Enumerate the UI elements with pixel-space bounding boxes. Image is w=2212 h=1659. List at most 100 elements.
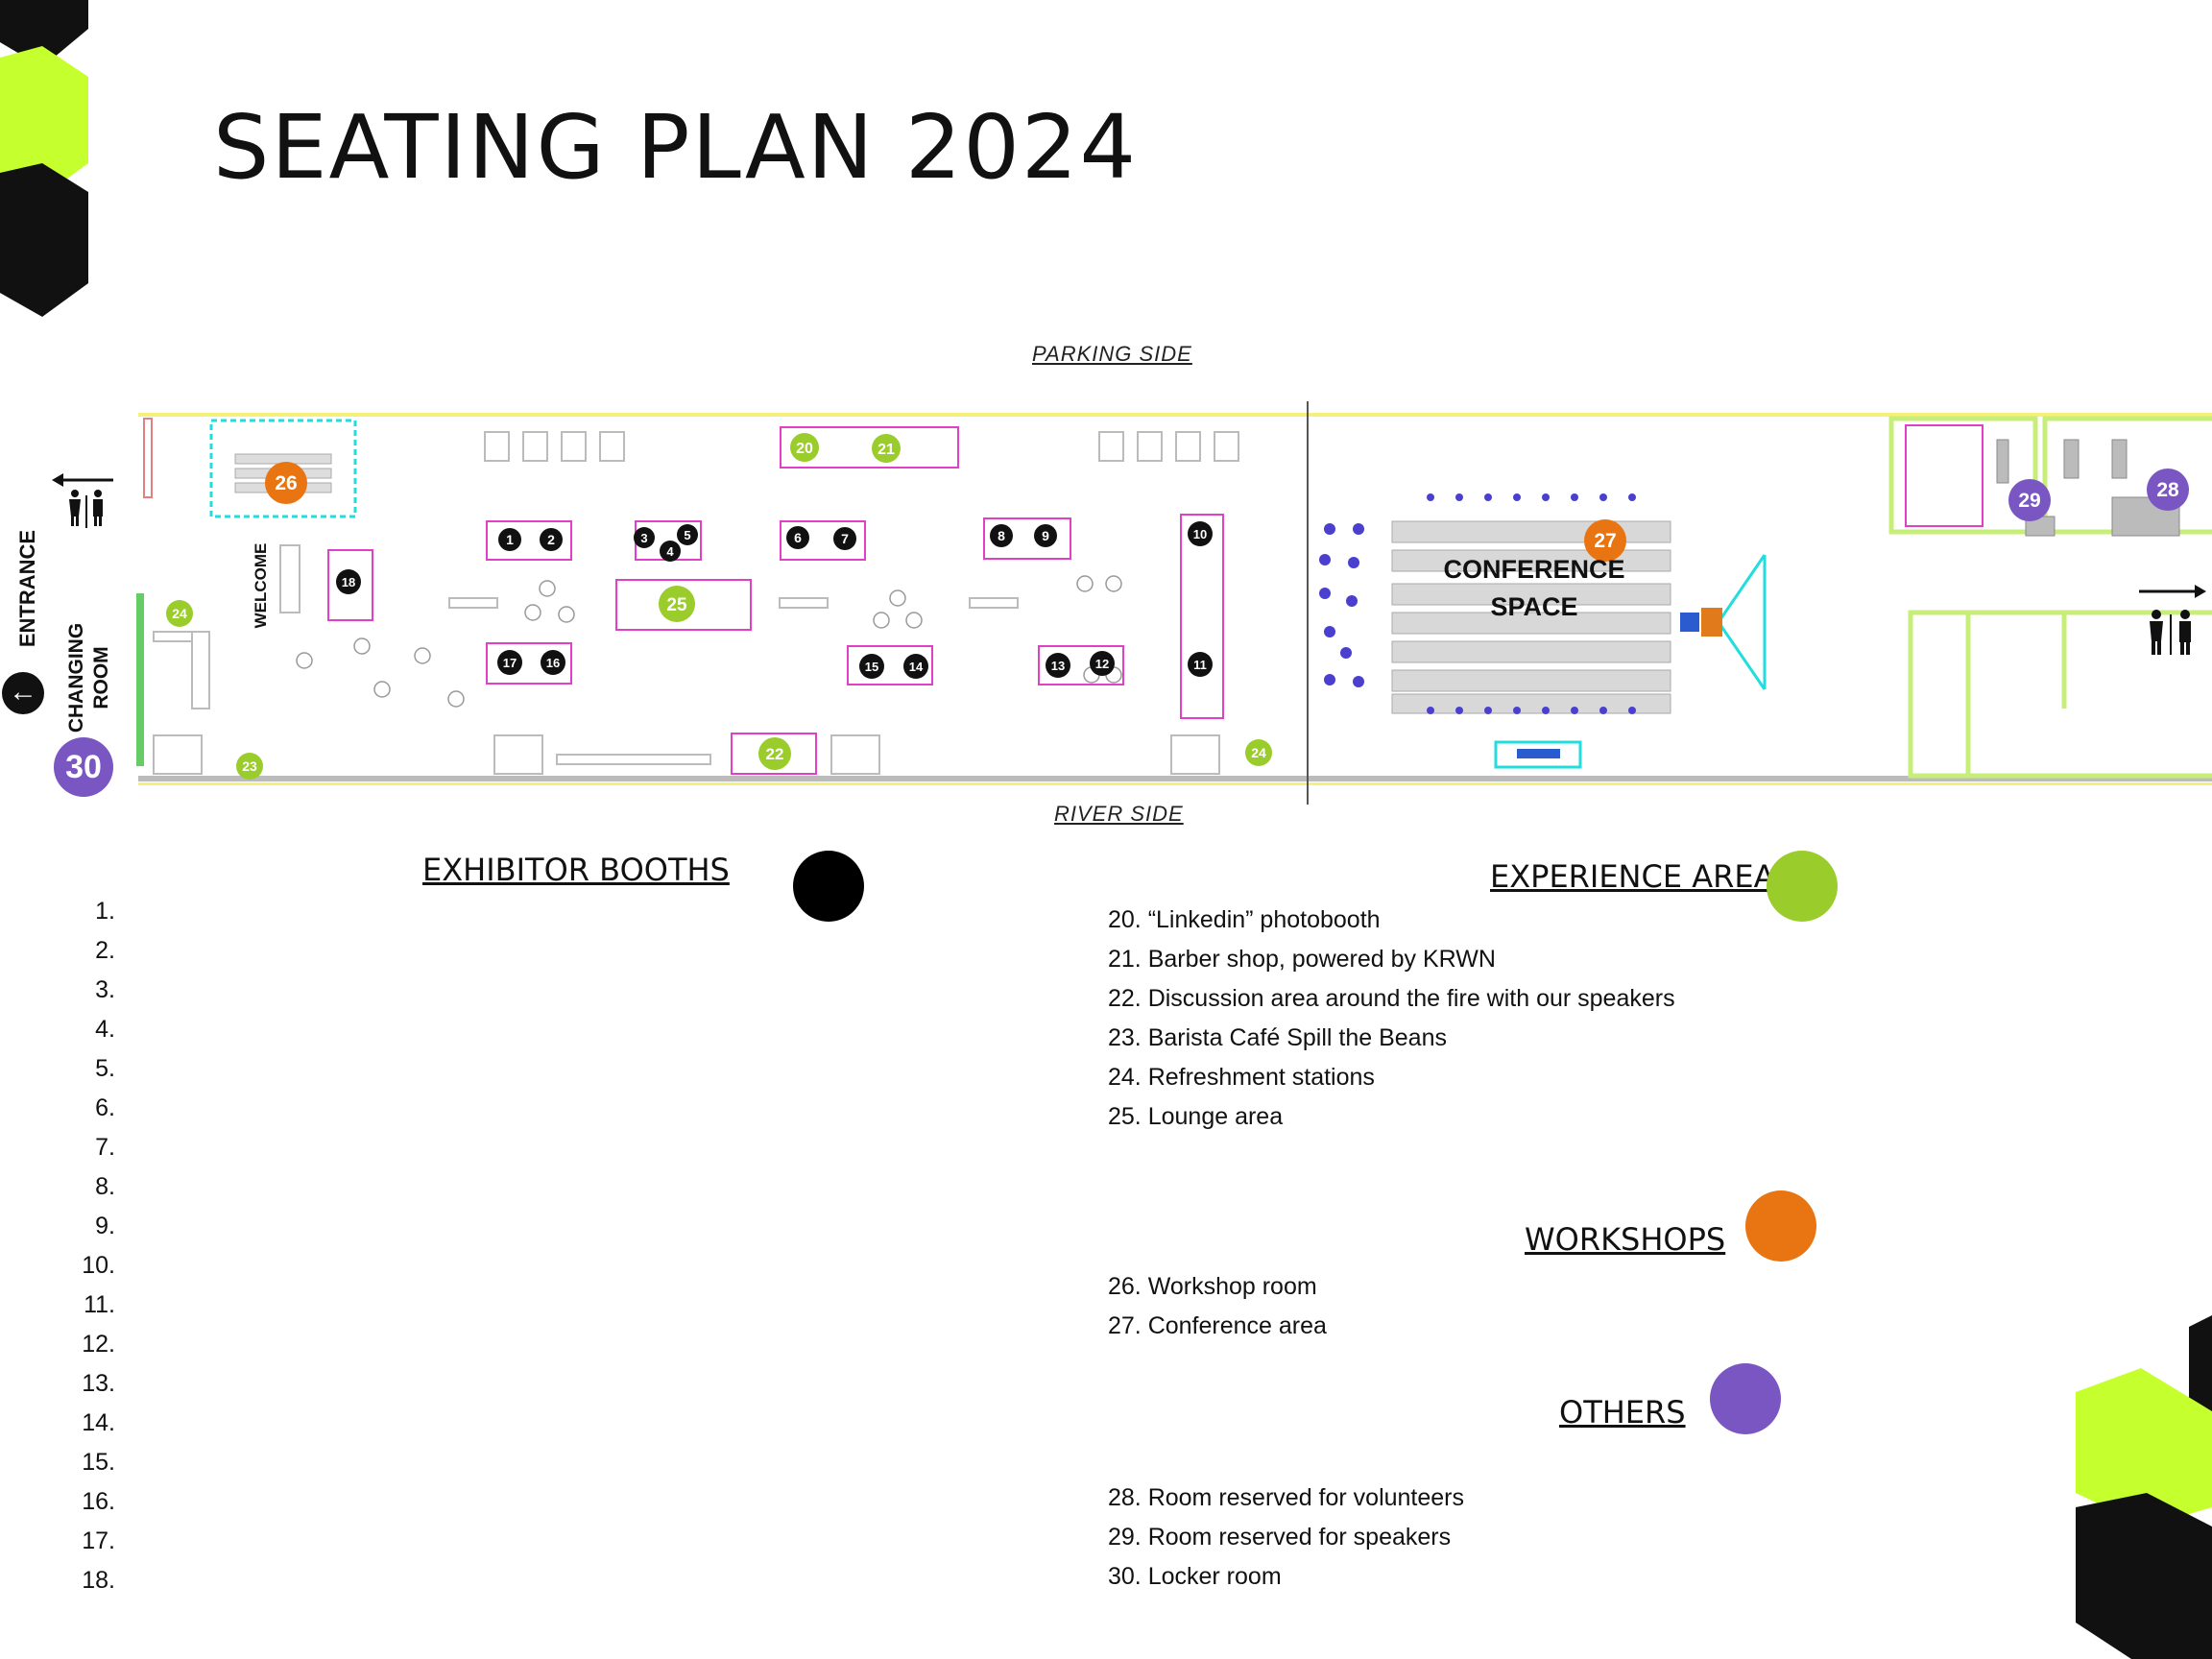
others-marker-28: 28	[2147, 469, 2189, 511]
conference-space-label-line1: CONFERENCE	[1443, 555, 1624, 584]
booth-marker-1: 1	[498, 528, 521, 551]
list-item: 6.	[95, 1094, 115, 1121]
svg-text:17: 17	[503, 656, 517, 670]
list-item: 12.	[82, 1331, 115, 1358]
booth-marker-2: 2	[540, 528, 563, 551]
floor-plan: 1 2 3 4 5 6 7 8 9 10 11 12 13 14 15 16 1…	[136, 401, 2212, 805]
others-title: OTHERS	[1559, 1394, 1686, 1431]
list-item: 11.	[84, 1291, 115, 1318]
changing-room-label: CHANGING ROOM	[65, 622, 112, 733]
list-item: 20. “Linkedin” photobooth	[1108, 906, 1381, 933]
booth-marker-11: 11	[1188, 652, 1213, 677]
list-item: 3.	[95, 976, 115, 1003]
list-item: 29. Room reserved for speakers	[1108, 1524, 1452, 1551]
list-item: 14.	[82, 1409, 115, 1436]
experience-area-title: EXPERIENCE AREA	[1490, 858, 1775, 895]
booth-marker-4: 4	[660, 541, 681, 562]
svg-text:28: 28	[2156, 479, 2179, 501]
booth-marker-14: 14	[903, 654, 928, 679]
booth-marker-6: 6	[786, 526, 809, 549]
river-side-label: RIVER SIDE	[1054, 802, 1184, 826]
list-item: 26. Workshop room	[1108, 1273, 1317, 1300]
list-item: 23. Barista Café Spill the Beans	[1108, 1024, 1447, 1051]
list-item: 10.	[82, 1252, 115, 1279]
svg-text:1: 1	[506, 532, 514, 547]
svg-text:15: 15	[865, 660, 878, 674]
others-marker-29: 29	[2008, 479, 2051, 521]
page-title: SEATING PLAN 2024	[213, 96, 1138, 199]
experience-marker-24-left: 24	[166, 600, 193, 627]
experience-marker-21: 21	[872, 434, 901, 463]
locker-room-marker-30: 30	[54, 737, 113, 797]
svg-text:10: 10	[1193, 527, 1207, 541]
booth-marker-18: 18	[336, 569, 361, 594]
exhibitor-color-dot	[793, 851, 864, 922]
svg-text:16: 16	[546, 656, 560, 670]
list-item: 25. Lounge area	[1108, 1103, 1284, 1130]
list-item: 4.	[95, 1016, 115, 1043]
list-item: 5.	[95, 1055, 115, 1082]
list-item: 7.	[95, 1134, 115, 1161]
experience-item-list: 20. “Linkedin” photobooth 21. Barber sho…	[1108, 906, 1675, 1142]
list-item: 30. Locker room	[1108, 1563, 1282, 1590]
svg-text:23: 23	[242, 758, 257, 774]
booth-marker-12: 12	[1090, 651, 1115, 676]
booth-marker-8: 8	[990, 524, 1013, 547]
svg-text:2: 2	[547, 532, 555, 547]
svg-text:7: 7	[841, 531, 849, 546]
workshop-marker-27: 27	[1584, 519, 1626, 562]
svg-text:11: 11	[1193, 658, 1207, 672]
svg-text:29: 29	[2018, 490, 2040, 512]
svg-text:3: 3	[640, 531, 647, 545]
svg-text:20: 20	[796, 441, 813, 457]
svg-text:18: 18	[342, 575, 355, 589]
entrance-arrow-icon: ←	[2, 672, 44, 714]
list-item: 8.	[95, 1173, 115, 1200]
decor-hexagons-bottom-right	[2076, 1315, 2212, 1659]
svg-text:6: 6	[794, 530, 802, 545]
svg-text:12: 12	[1095, 657, 1109, 671]
parking-side-label: PARKING SIDE	[1032, 342, 1192, 366]
experience-marker-22: 22	[758, 737, 791, 770]
list-item: 27. Conference area	[1108, 1312, 1327, 1339]
entrance-label: ENTRANCE	[15, 529, 39, 648]
experience-marker-25: 25	[659, 586, 695, 622]
experience-color-dot	[1767, 851, 1838, 922]
booth-marker-7: 7	[833, 527, 856, 550]
svg-text:25: 25	[666, 595, 687, 615]
booth-marker-17: 17	[497, 650, 522, 675]
others-item-list: 28. Room reserved for volunteers 29. Roo…	[1108, 1484, 1464, 1602]
decor-hexagons-top-left	[0, 0, 88, 317]
list-item: 21. Barber shop, powered by KRWN	[1108, 946, 1496, 973]
svg-text:4: 4	[666, 544, 674, 559]
svg-text:8: 8	[998, 528, 1005, 543]
restroom-left-icon	[52, 473, 113, 528]
list-item: 24. Refreshment stations	[1108, 1064, 1375, 1091]
booth-marker-15: 15	[859, 654, 884, 679]
svg-text:27: 27	[1594, 530, 1616, 552]
list-item: 16.	[82, 1488, 115, 1515]
svg-text:26: 26	[275, 472, 297, 494]
svg-text:9: 9	[1042, 528, 1049, 543]
list-item: 13.	[82, 1370, 115, 1397]
list-item: 18.	[82, 1567, 115, 1594]
booth-marker-13: 13	[1046, 653, 1070, 678]
svg-text:24: 24	[1251, 745, 1266, 760]
workshops-title: WORKSHOPS	[1525, 1221, 1726, 1258]
svg-text:22: 22	[766, 745, 784, 763]
list-item: 28. Room reserved for volunteers	[1108, 1484, 1465, 1511]
list-item: 9.	[95, 1213, 115, 1239]
conference-space-label-line2: SPACE	[1490, 592, 1577, 621]
svg-text:24: 24	[172, 606, 187, 621]
booth-marker-9: 9	[1034, 524, 1057, 547]
workshops-color-dot	[1745, 1190, 1816, 1262]
workshop-marker-26: 26	[265, 462, 307, 504]
welcome-label: WELCOME	[252, 542, 270, 629]
workshops-item-list: 26. Workshop room 27. Conference area	[1108, 1273, 1327, 1352]
list-item: 15.	[82, 1449, 115, 1476]
booth-marker-3: 3	[634, 527, 655, 548]
list-item: 22. Discussion area around the fire with…	[1108, 985, 1675, 1012]
booth-marker-10: 10	[1188, 521, 1213, 546]
svg-text:13: 13	[1051, 659, 1065, 673]
experience-marker-24-right: 24	[1245, 739, 1272, 766]
